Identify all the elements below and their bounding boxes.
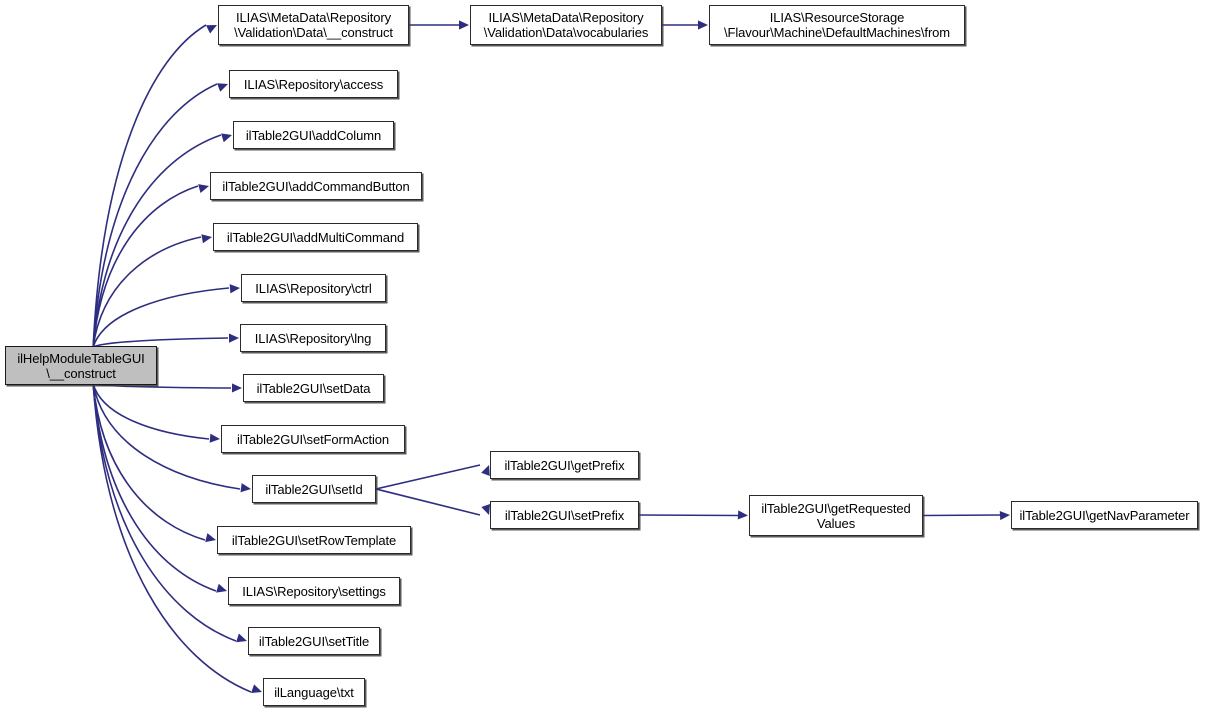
graph-edge-root-to-addcommandbutton-arrowhead xyxy=(198,184,209,193)
graph-edge-root-to-ctrl-arrowhead xyxy=(229,284,240,294)
graph-node-getprefix[interactable]: ilTable2GUI\getPrefix xyxy=(490,451,639,479)
graph-node-label: ILIAS\Repository\settings xyxy=(242,583,386,599)
graph-node-defaultmachines[interactable]: ILIAS\ResourceStorage \Flavour\Machine\D… xyxy=(709,5,965,45)
graph-edge-setid-to-setprefix-arrowhead xyxy=(481,504,491,515)
graph-edge-root-to-addmulticommand-arrowhead xyxy=(201,234,212,244)
graph-edge-setprefix-to-getrequested-arrowhead xyxy=(737,510,748,520)
graph-edge-setprefix-to-getrequested xyxy=(638,514,740,517)
graph-node-label: ilTable2GUI\addCommandButton xyxy=(222,178,410,194)
graph-node-label: ilTable2GUI\setPrefix xyxy=(504,507,625,523)
graph-node-label: ILIAS\MetaData\Repository \Validation\Da… xyxy=(234,10,393,40)
graph-node-setprefix[interactable]: ilTable2GUI\setPrefix xyxy=(490,501,639,529)
graph-node-label: ilTable2GUI\setTitle xyxy=(258,633,370,649)
graph-edge-root-to-setformaction xyxy=(92,383,210,440)
graph-edge-root-to-settings-arrowhead xyxy=(216,583,227,593)
graph-edge-root-to-settings xyxy=(92,383,217,592)
graph-edge-root-to-setformaction-arrowhead xyxy=(209,433,220,443)
graph-node-ctrl[interactable]: ILIAS\Repository\ctrl xyxy=(241,274,386,302)
graph-node-addcolumn[interactable]: ilTable2GUI\addColumn xyxy=(233,121,394,149)
graph-node-label: ilTable2GUI\getPrefix xyxy=(504,457,625,473)
graph-edge-root-to-addmulticommand xyxy=(92,236,202,348)
graph-edge-setid-to-setprefix xyxy=(375,488,481,516)
graph-node-label: ilTable2GUI\getRequested Values xyxy=(761,500,911,531)
graph-edge-root-to-setid xyxy=(92,383,241,490)
graph-node-settings[interactable]: ILIAS\Repository\settings xyxy=(228,577,400,605)
graph-edge-setid-to-getprefix-arrowhead xyxy=(481,465,490,476)
graph-node-mdconstruct[interactable]: ILIAS\MetaData\Repository \Validation\Da… xyxy=(218,5,409,45)
graph-node-label: ILIAS\Repository\ctrl xyxy=(255,280,372,296)
graph-edge-getrequested-to-getnavparameter-arrowhead xyxy=(999,510,1010,521)
graph-node-label: ilTable2GUI\setData xyxy=(256,380,371,396)
graph-node-addcommandbutton[interactable]: ilTable2GUI\addCommandButton xyxy=(210,172,422,200)
graph-edge-root-to-addcommandbutton xyxy=(92,185,199,348)
graph-node-setid[interactable]: ilTable2GUI\setId xyxy=(252,475,376,503)
graph-node-label: ilHelpModuleTableGUI \__construct xyxy=(17,350,145,381)
graph-edge-root-to-settitle-arrowhead xyxy=(236,633,247,643)
graph-edge-root-to-ctrl xyxy=(92,287,230,348)
graph-node-vocabularies[interactable]: ILIAS\MetaData\Repository \Validation\Da… xyxy=(470,5,662,45)
graph-node-setrowtemplate[interactable]: ilTable2GUI\setRowTemplate xyxy=(217,526,411,554)
graph-edge-root-to-setdata-arrowhead xyxy=(231,383,242,393)
graph-node-label: ILIAS\Repository\access xyxy=(243,76,384,92)
graph-node-label: ilTable2GUI\addColumn xyxy=(245,127,382,143)
graph-node-label: ilTable2GUI\setFormAction xyxy=(236,431,390,447)
graph-node-label: ilTable2GUI\setRowTemplate xyxy=(231,532,397,548)
graph-edge-root-to-setid-arrowhead xyxy=(240,483,251,493)
graph-edge-mdconstruct-to-vocabularies-arrowhead xyxy=(459,20,469,30)
graph-node-label: ilTable2GUI\getNavParameter xyxy=(1019,507,1190,523)
graph-node-label: ilTable2GUI\setId xyxy=(265,481,363,497)
graph-edge-root-to-txt xyxy=(92,383,252,693)
graph-edge-root-to-lng xyxy=(92,337,229,348)
graph-node-getnavparameter[interactable]: ilTable2GUI\getNavParameter xyxy=(1011,501,1198,529)
graph-node-root: ilHelpModuleTableGUI \__construct xyxy=(5,346,157,385)
graph-edge-root-to-setrowtemplate xyxy=(92,383,206,541)
graph-edge-root-to-mdconstruct-arrowhead xyxy=(205,25,217,34)
graph-edge-root-to-access-arrowhead xyxy=(217,83,228,92)
graph-node-label: ILIAS\Repository\lng xyxy=(254,330,372,346)
graph-node-setformaction[interactable]: ilTable2GUI\setFormAction xyxy=(221,425,405,453)
graph-edge-getrequested-to-getnavparameter xyxy=(922,514,1002,517)
graph-edge-root-to-txt-arrowhead xyxy=(251,684,262,693)
graph-edge-root-to-lng-arrowhead xyxy=(228,333,239,343)
graph-node-getrequested[interactable]: ilTable2GUI\getRequested Values xyxy=(749,495,923,536)
graph-node-label: ILIAS\MetaData\Repository \Validation\Da… xyxy=(483,10,649,40)
graph-node-label: ilTable2GUI\addMultiCommand xyxy=(226,229,405,245)
graph-node-txt[interactable]: ilLanguage\txt xyxy=(263,678,365,706)
graph-node-label: ILIAS\ResourceStorage \Flavour\Machine\D… xyxy=(723,10,951,40)
graph-edge-root-to-addcolumn xyxy=(92,134,222,348)
graph-edge-root-to-mdconstruct xyxy=(92,24,207,348)
graph-node-lng[interactable]: ILIAS\Repository\lng xyxy=(240,324,386,352)
graph-node-access[interactable]: ILIAS\Repository\access xyxy=(229,70,398,98)
graph-node-label: ilLanguage\txt xyxy=(274,684,354,700)
graph-edge-vocabularies-to-defaultmachines-arrowhead xyxy=(698,20,708,30)
graph-edge-setid-to-getprefix xyxy=(375,464,481,490)
graph-edge-root-to-setrowtemplate-arrowhead xyxy=(205,533,216,543)
graph-node-addmulticommand[interactable]: ilTable2GUI\addMultiCommand xyxy=(213,223,418,251)
graph-edge-root-to-addcolumn-arrowhead xyxy=(221,133,232,143)
graph-edge-root-to-access xyxy=(92,83,218,348)
graph-node-setdata[interactable]: ilTable2GUI\setData xyxy=(243,374,384,402)
graph-edge-root-to-settitle xyxy=(92,383,237,642)
graph-node-settitle[interactable]: ilTable2GUI\setTitle xyxy=(248,627,380,655)
